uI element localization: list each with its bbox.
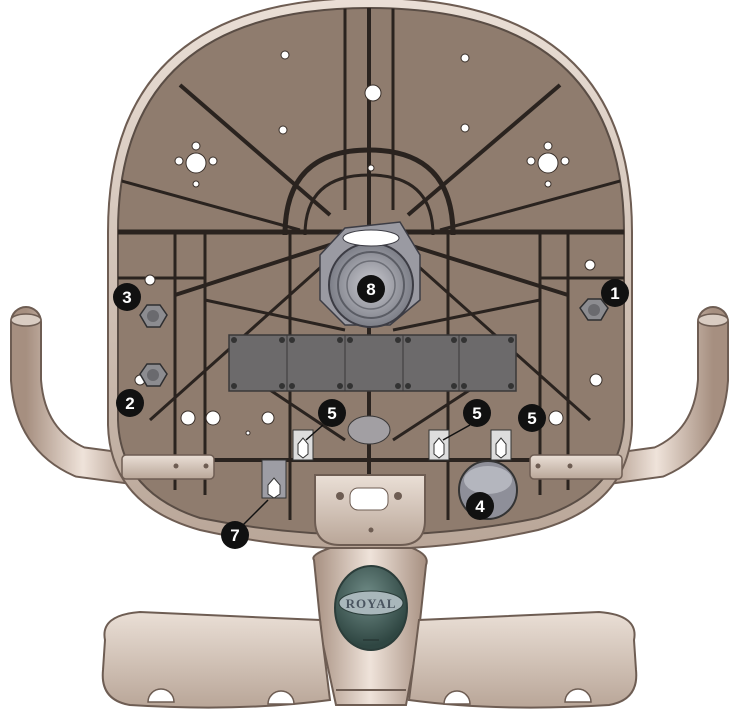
callout-5a-label: 5 <box>327 404 336 423</box>
nut-left-upper <box>139 304 168 328</box>
brand-emblem-text: ROYAL <box>346 596 397 611</box>
seat-side-bars <box>121 454 623 480</box>
mounting-plate <box>228 334 517 392</box>
callout-2: 2 <box>116 389 144 417</box>
callout-5b-label: 5 <box>472 404 481 423</box>
callout-8-label: 8 <box>366 280 375 299</box>
small-bracket <box>261 459 287 499</box>
callout-5a: 5 <box>305 399 346 441</box>
callout-8: 8 <box>357 275 385 303</box>
brand-emblem: ROYAL <box>334 565 408 651</box>
center-hub <box>319 221 421 328</box>
nut-right <box>579 298 609 321</box>
center-clamp <box>314 474 426 546</box>
callout-1-label: 1 <box>610 284 619 303</box>
callout-markers: 1 2 3 4 5 5 5 7 <box>113 275 629 549</box>
callout-3: 3 <box>113 283 141 311</box>
lower-crossbar <box>101 610 638 709</box>
bracket-left <box>292 429 314 461</box>
callout-7: 7 <box>221 499 269 549</box>
callout-4-label: 4 <box>475 497 485 516</box>
bracket-center <box>428 429 450 461</box>
callout-5b: 5 <box>442 399 491 441</box>
callout-5c: 5 <box>518 404 546 432</box>
left-handle <box>9 306 156 486</box>
center-oval-cover <box>347 415 391 445</box>
callout-1: 1 <box>601 279 629 307</box>
right-handle <box>584 306 729 486</box>
nut-left-lower <box>139 363 168 387</box>
callout-3-label: 3 <box>122 288 131 307</box>
callout-2-label: 2 <box>125 394 134 413</box>
bracket-right <box>490 429 512 461</box>
callout-7-label: 7 <box>230 526 239 545</box>
callout-5c-label: 5 <box>527 409 536 428</box>
callout-4: 4 <box>466 492 494 520</box>
plate-holes <box>134 50 603 436</box>
